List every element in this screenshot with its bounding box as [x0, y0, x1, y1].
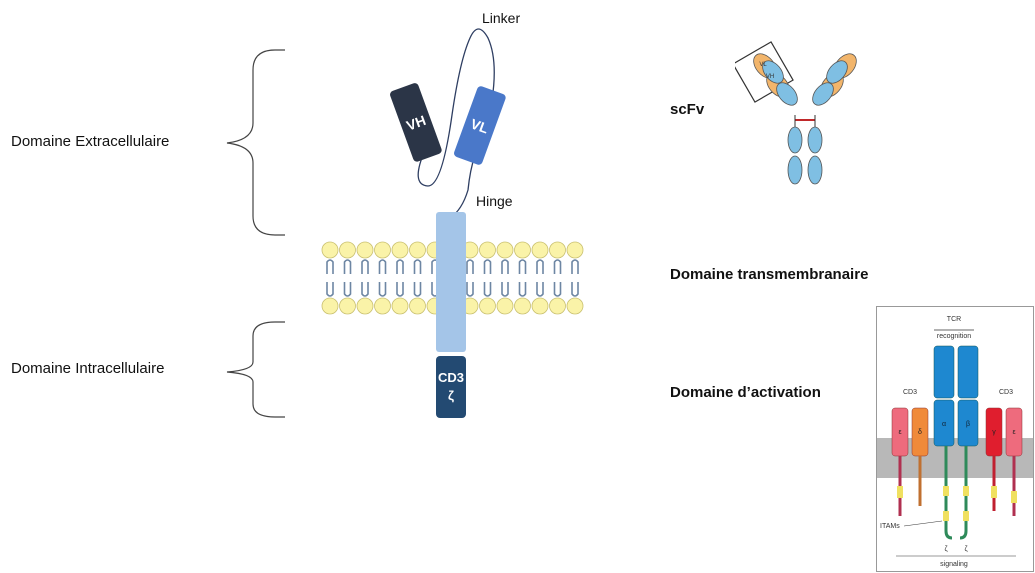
linker-strand — [417, 28, 495, 187]
label-transmembrane-domain: Domaine transmembranaire — [670, 266, 869, 283]
lipid-head — [514, 297, 531, 315]
label-hinge: Hinge — [476, 193, 513, 209]
lipid-tail — [553, 259, 562, 274]
itams-label: ITAMs — [880, 523, 900, 530]
lipid-tail — [571, 282, 579, 297]
lipid-tail — [326, 259, 334, 274]
lipid-tail — [483, 259, 492, 274]
vl-label: VL — [469, 115, 492, 136]
lipid-head — [391, 297, 409, 315]
transmembrane-segment — [436, 212, 466, 352]
lipid-head — [514, 241, 531, 259]
lipid-head — [321, 297, 339, 315]
lipid-tail — [343, 259, 352, 274]
lipid-head — [356, 241, 374, 259]
antibody-vl-label: VL — [759, 62, 767, 68]
lipid-head — [566, 297, 584, 315]
lipid-head — [339, 241, 356, 259]
lipid-head — [374, 297, 391, 315]
recognition-label: recognition — [937, 333, 971, 340]
lipid-tail — [378, 282, 387, 297]
lipid-head — [531, 241, 549, 259]
lipid-head — [409, 241, 426, 259]
lipid-tail — [361, 282, 369, 297]
label-scfv: scFv — [670, 101, 705, 118]
cd3-zeta-label-line2: ζ — [448, 388, 454, 403]
chain-epsilon-right-label: ε — [1012, 429, 1015, 436]
car-construct: VH VL CD3 ζ — [390, 28, 506, 418]
lipid-tail — [501, 259, 509, 274]
zeta-right-label: ζ — [964, 546, 967, 553]
chain-alpha-label: α — [942, 421, 946, 428]
lipid-tail — [413, 282, 422, 297]
lipid-tail — [536, 259, 544, 274]
lipid-head — [339, 297, 356, 315]
lipid-tail — [518, 259, 527, 274]
signaling-label: signaling — [940, 561, 968, 568]
lipid-head — [409, 297, 426, 315]
cd3-left-label: CD3 — [903, 389, 917, 396]
lipid-head — [531, 297, 549, 315]
lipid-tail — [343, 282, 352, 297]
lipid-tail — [396, 282, 404, 297]
lipid-tail — [466, 259, 474, 274]
brace-extracellular — [226, 49, 285, 236]
cd3-zeta-domain — [436, 356, 466, 418]
lipid-tail — [501, 282, 509, 297]
lipid-tail — [378, 259, 387, 274]
zeta-left-label: ζ — [944, 546, 947, 553]
chain-gamma-label: γ — [992, 429, 996, 436]
chain-beta-label: β — [966, 421, 970, 428]
tcr-label: TCR — [947, 316, 961, 323]
lipid-head — [549, 241, 566, 259]
lipid-head — [496, 241, 514, 259]
lipid-tail — [483, 282, 492, 297]
lipid-tail — [518, 282, 527, 297]
label-intracellular-domain: Domaine Intracellulaire — [11, 360, 165, 377]
hinge-strand — [449, 154, 476, 219]
label-activation-domain: Domaine d’activation — [670, 384, 821, 401]
lipid-tail — [396, 259, 404, 274]
lipid-tail — [571, 259, 579, 274]
label-extracellular-domain: Domaine Extracellulaire — [11, 133, 170, 150]
lipid-head — [479, 297, 496, 315]
cd3-right-label: CD3 — [999, 389, 1013, 396]
lipid-head — [549, 297, 566, 315]
label-linker: Linker — [482, 10, 521, 26]
vh-label: VH — [404, 112, 428, 134]
chain-epsilon-left-label: ε — [898, 429, 901, 436]
chain-delta-label: δ — [918, 429, 922, 436]
lipid-head — [356, 297, 374, 315]
lipid-tail — [466, 282, 474, 297]
lipid-head — [321, 241, 339, 259]
vl-domain: VL — [454, 86, 506, 165]
lipid-head — [374, 241, 391, 259]
lipid-head — [391, 241, 409, 259]
lipid-tail — [413, 259, 422, 274]
vh-domain: VH — [390, 83, 442, 162]
lipid-head — [479, 241, 496, 259]
cd3-zeta-label-line1: CD3 — [438, 370, 464, 385]
brace-intracellular — [226, 321, 285, 418]
tcr-cd3-complex-figure: TCR recognition α β CD3 ε δ CD3 γ ε ITAM… — [876, 306, 1034, 572]
antibody-vh-label: VH — [766, 74, 774, 80]
lipid-head — [496, 297, 514, 315]
lipid-tail — [326, 282, 334, 297]
lipid-tail — [361, 259, 369, 274]
antibody-icon: VL VH — [735, 41, 857, 185]
lipid-tail — [553, 282, 562, 297]
lipid-head — [566, 241, 584, 259]
lipid-tail — [536, 282, 544, 297]
